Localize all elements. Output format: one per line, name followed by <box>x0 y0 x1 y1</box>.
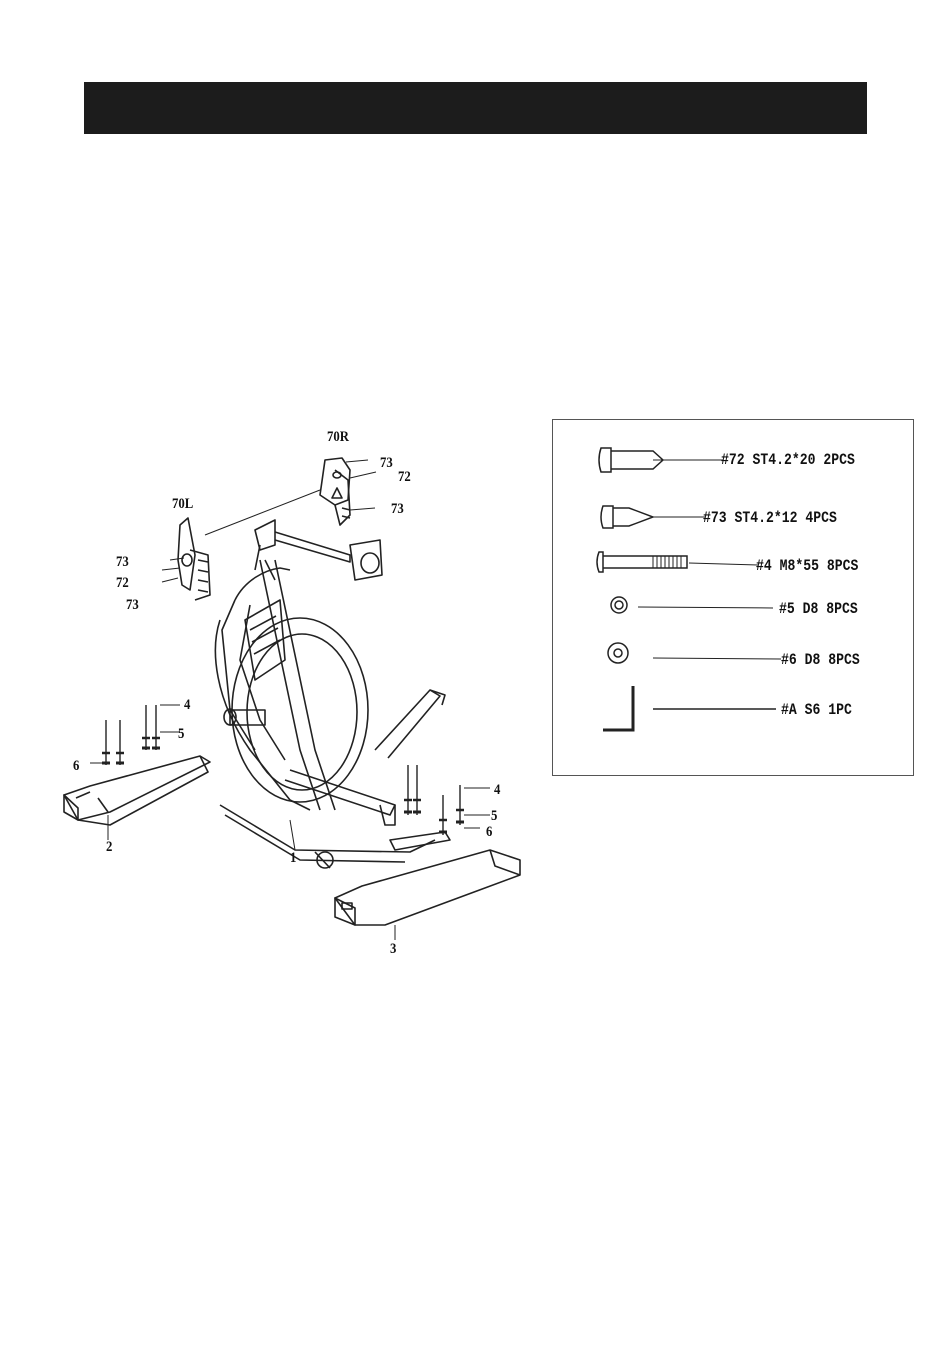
bolt-4-icon <box>597 552 758 572</box>
callout-6: 6 <box>486 824 492 841</box>
callout-6: 6 <box>73 758 79 775</box>
hardware-label-a: #A S6 1PC <box>781 701 852 719</box>
hardware-label-5: #5 D8 8PCS <box>779 600 858 618</box>
callout-4: 4 <box>184 697 190 714</box>
callout-72: 72 <box>398 469 411 486</box>
hardware-drawings <box>553 420 913 775</box>
callout-73: 73 <box>126 597 139 614</box>
callout-70r: 70R <box>327 429 349 446</box>
exercise-bike-drawing <box>50 420 540 960</box>
screw-72-icon <box>599 448 723 472</box>
callout-2: 2 <box>106 839 112 856</box>
callout-3: 3 <box>390 941 396 958</box>
hardware-label-72: #72 ST4.2*20 2PCS <box>721 451 855 469</box>
header-bar <box>84 82 867 134</box>
assembly-diagram <box>50 420 540 960</box>
callout-70l: 70L <box>172 496 193 513</box>
callout-72: 72 <box>116 575 129 592</box>
callout-5: 5 <box>178 726 184 743</box>
callout-5: 5 <box>491 808 497 825</box>
hex-key-icon <box>603 686 776 730</box>
callout-73: 73 <box>116 554 129 571</box>
callout-1: 1 <box>290 850 296 867</box>
washer-5-icon <box>611 597 773 613</box>
callout-73: 73 <box>391 501 404 518</box>
hardware-label-73: #73 ST4.2*12 4PCS <box>703 509 837 527</box>
hardware-label-6: #6 D8 8PCS <box>781 651 860 669</box>
callout-73: 73 <box>380 455 393 472</box>
hardware-label-4: #4 M8*55 8PCS <box>756 557 858 575</box>
callout-4: 4 <box>494 782 500 799</box>
screw-73-icon <box>601 506 705 528</box>
hardware-list-box: #72 ST4.2*20 2PCS #73 ST4.2*12 4PCS #4 M… <box>552 419 914 776</box>
washer-6-icon <box>608 643 781 663</box>
